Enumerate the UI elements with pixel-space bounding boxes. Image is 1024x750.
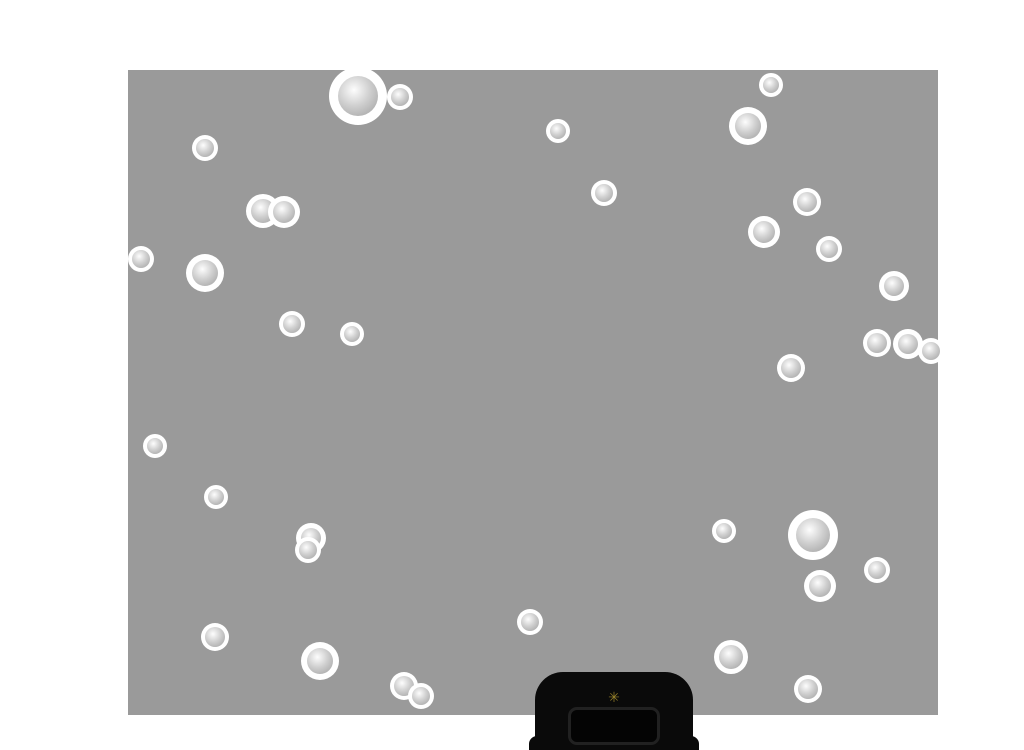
bubble-sphere — [798, 679, 818, 699]
bubble[interactable] — [204, 485, 228, 509]
bubble[interactable] — [295, 537, 321, 563]
bubble-sphere — [868, 561, 886, 579]
bubble[interactable] — [387, 84, 413, 110]
bubble[interactable] — [712, 519, 736, 543]
bubble-sphere — [922, 342, 940, 360]
bubble[interactable] — [186, 254, 224, 292]
bubble[interactable] — [918, 338, 944, 364]
bubble[interactable] — [201, 623, 229, 651]
bubble[interactable] — [340, 322, 364, 346]
bubble-sphere — [147, 438, 163, 454]
bubble[interactable] — [863, 329, 891, 357]
bubble-sphere — [809, 575, 831, 597]
bubble-sphere — [550, 123, 566, 139]
bubble-launcher[interactable]: ✳ — [529, 672, 699, 750]
spinner-icon: ✳ — [608, 690, 620, 706]
bubble[interactable] — [714, 640, 748, 674]
game-board[interactable] — [128, 70, 938, 715]
bubble[interactable] — [143, 434, 167, 458]
bubble[interactable] — [794, 675, 822, 703]
bubble[interactable] — [128, 246, 154, 272]
bubble-sphere — [796, 518, 830, 552]
bubble[interactable] — [408, 683, 434, 709]
bubble[interactable] — [804, 570, 836, 602]
bubble-sphere — [307, 648, 333, 674]
bubble-sphere — [283, 315, 301, 333]
bubble[interactable] — [517, 609, 543, 635]
bubble-sphere — [820, 240, 838, 258]
bubble-sphere — [273, 201, 295, 223]
bubble-sphere — [521, 613, 539, 631]
bubble-sphere — [595, 184, 613, 202]
bubble-sphere — [797, 192, 817, 212]
bubble-sphere — [735, 113, 761, 139]
bubble-sphere — [763, 77, 779, 93]
bubble-sphere — [412, 687, 430, 705]
bubble-sphere — [299, 541, 317, 559]
bubble-sphere — [338, 76, 378, 116]
bubble[interactable] — [279, 311, 305, 337]
bubble-sphere — [196, 139, 214, 157]
bubble-sphere — [208, 489, 224, 505]
bubble[interactable] — [759, 73, 783, 97]
bubble-sphere — [716, 523, 732, 539]
bubble-sphere — [344, 326, 360, 342]
bubble[interactable] — [777, 354, 805, 382]
bubble[interactable] — [591, 180, 617, 206]
bubble[interactable] — [788, 510, 838, 560]
bubble-sphere — [781, 358, 801, 378]
bubble[interactable] — [546, 119, 570, 143]
bubble-sphere — [192, 260, 218, 286]
bubble-sphere — [132, 250, 150, 268]
bubble-sphere — [867, 333, 887, 353]
bubble-sphere — [898, 334, 918, 354]
bubble-sphere — [391, 88, 409, 106]
bubble[interactable] — [748, 216, 780, 248]
bubble-sphere — [884, 276, 904, 296]
bubble[interactable] — [793, 188, 821, 216]
bubble[interactable] — [879, 271, 909, 301]
bubble-sphere — [205, 627, 225, 647]
bubble[interactable] — [816, 236, 842, 262]
bubble-sphere — [719, 645, 743, 669]
launcher-panel — [568, 707, 660, 745]
bubble[interactable] — [864, 557, 890, 583]
bubble[interactable] — [268, 196, 300, 228]
bubble[interactable] — [329, 67, 387, 125]
bubble[interactable] — [301, 642, 339, 680]
bubble-sphere — [753, 221, 775, 243]
bubble[interactable] — [192, 135, 218, 161]
bubble[interactable] — [729, 107, 767, 145]
